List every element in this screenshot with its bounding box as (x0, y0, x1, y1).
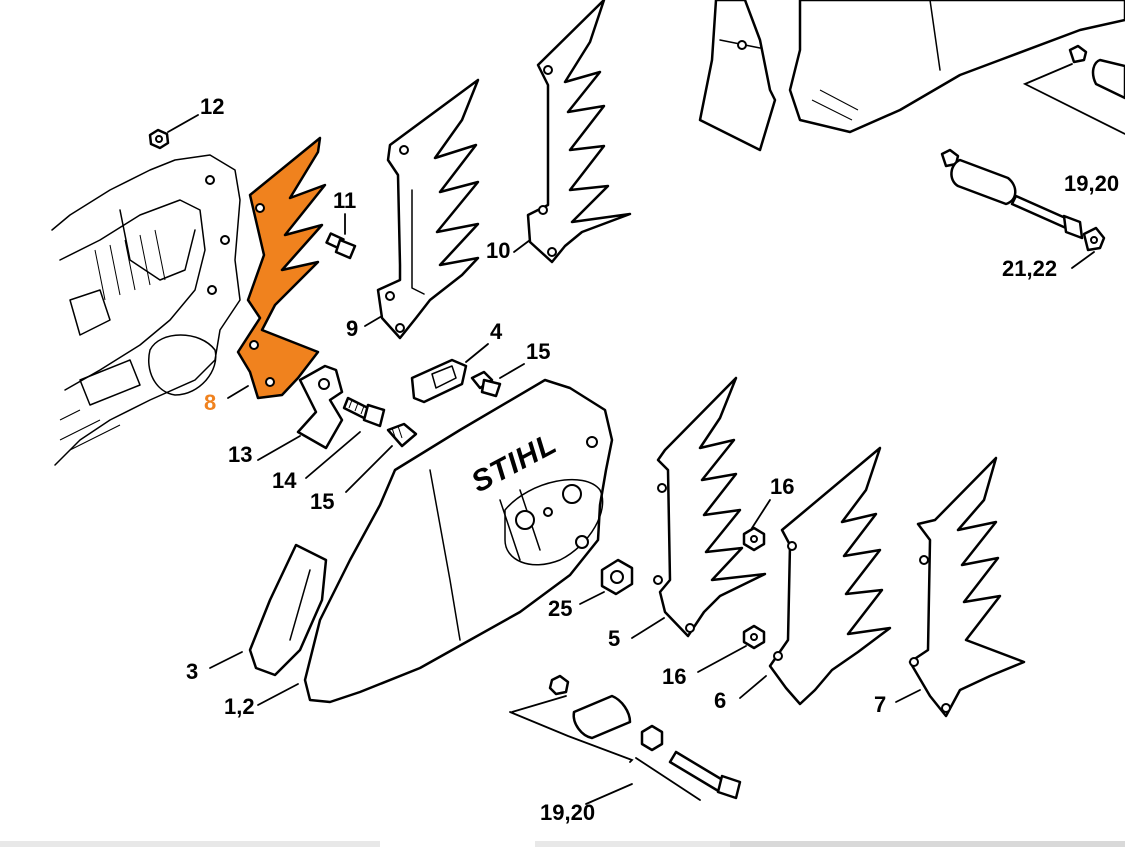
callout-part-14: 14 (272, 468, 297, 493)
callout-part-6: 6 (714, 688, 727, 713)
bottom-strip-left (0, 841, 380, 847)
callout-part-25: 25 (548, 596, 573, 621)
spike-plate-7 (895, 456, 1026, 718)
screw-11 (325, 213, 357, 260)
spike-plate-9 (364, 78, 480, 340)
nut-16-upper (742, 499, 771, 552)
pin-assembly-bottom (509, 674, 742, 805)
pin-assembly-top (940, 44, 1125, 269)
spike-plate-10 (513, 0, 632, 264)
callout-part-4: 4 (490, 319, 503, 344)
bottom-strip-right (730, 841, 1125, 847)
callout-part-1-2: 1,2 (224, 694, 255, 719)
top-housing (698, 0, 1125, 152)
callout-part-12: 12 (200, 94, 225, 119)
callout-part-10: 10 (486, 238, 511, 263)
screw-15-upper (470, 363, 525, 398)
callout-part-19-20-bottom: 19,20 (540, 800, 596, 825)
callout-part-16-upper: 16 (770, 474, 795, 499)
screw-14 (305, 396, 386, 479)
spike-plate-6 (739, 446, 892, 706)
bottom-strip-middle (535, 841, 730, 847)
spike-plate-5 (631, 376, 767, 639)
callout-part-8: 8 (204, 390, 217, 415)
bottom-scroll-strip (0, 841, 1125, 847)
callout-part-5: 5 (608, 626, 621, 651)
callout-part-11: 11 (333, 188, 357, 213)
callout-part-7: 7 (874, 692, 887, 717)
callout-part-19-20-top: 19,20 (1064, 171, 1120, 196)
nut-12 (148, 114, 199, 150)
sprocket-cover (257, 378, 614, 706)
callout-part-15-lower: 15 (310, 489, 335, 514)
callout-part-3: 3 (186, 659, 199, 684)
slide-cover-3 (209, 543, 328, 677)
clip-13 (257, 364, 344, 461)
callout-part-16-lower: 16 (662, 664, 687, 689)
engine-housing (51, 154, 241, 466)
nut-25 (579, 558, 634, 605)
callout-part-9: 9 (346, 316, 359, 341)
nut-16-lower (697, 624, 766, 673)
screw-15-lower (345, 422, 418, 493)
callout-part-13: 13 (228, 442, 253, 467)
callout-part-21-22: 21,22 (1002, 256, 1058, 281)
spike-bumper-8 (227, 136, 327, 400)
pad-4 (410, 343, 489, 404)
callout-part-15-upper: 15 (526, 339, 551, 364)
